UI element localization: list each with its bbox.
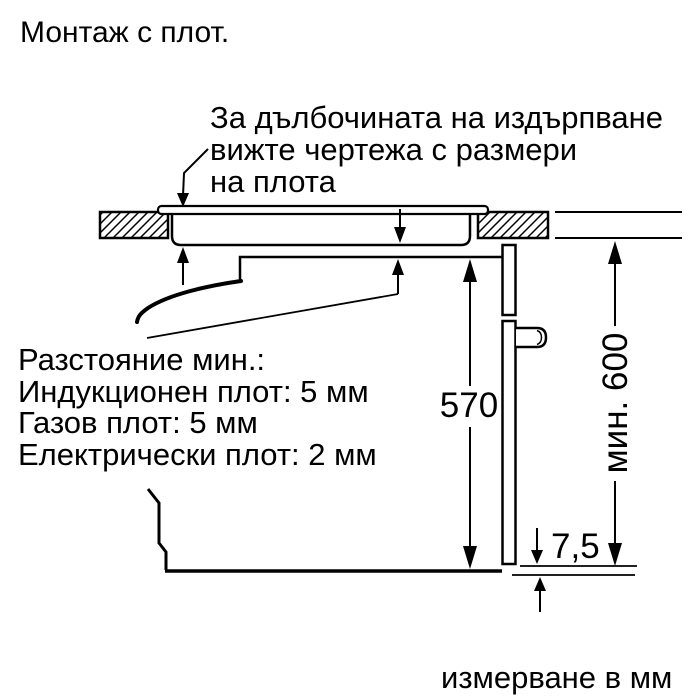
pullout-note-line-3: на плота — [210, 164, 336, 199]
dim-75-label: 7,5 — [551, 527, 600, 566]
dim-600-label: мин. 600 — [596, 332, 635, 474]
cooktop-flange — [156, 204, 490, 216]
dim-75-arrow-up — [534, 577, 546, 612]
handle-inner-line — [536, 329, 543, 346]
oven-break-line-bottom — [146, 488, 168, 570]
oven-break-line-top — [135, 279, 243, 324]
cooktop-depth-arrow-down — [394, 209, 406, 243]
page-title: Монтаж с плот. — [20, 16, 230, 49]
oven-door-front — [501, 319, 517, 566]
clearance-note: Разстояние мин.: Индукционен плот: 5 мм … — [18, 344, 377, 470]
clearance-note-line-2: Индукционен плот: 5 мм — [18, 373, 369, 409]
countertop-left-hatch — [98, 210, 170, 240]
clearance-note-line-4: Електрически плот: 2 мм — [18, 436, 377, 472]
pullout-leader-arrow — [177, 148, 209, 207]
dim-75-arrow-down — [531, 528, 543, 564]
clearance-note-line-1: Разстояние мин.: — [18, 342, 266, 377]
pullout-note-line-1: За дълбочината на издърпване — [210, 100, 663, 135]
countertop-right-hatch — [476, 210, 550, 240]
cooktop-underside-arrow-up — [177, 247, 189, 285]
oven-door-handle — [516, 326, 548, 349]
clearance-note-line-3: Газов плот: 5 мм — [18, 405, 258, 440]
dim-570-line — [463, 259, 477, 569]
pullout-note-line-2: вижте чертежа с размери — [210, 132, 578, 167]
units-note: измерване в мм — [441, 660, 673, 695]
dim-600-line — [608, 241, 622, 566]
dim-570-label: 570 — [439, 386, 499, 425]
oven-control-panel — [501, 243, 517, 317]
pullout-depth-note: За дълбочината на издърпване вижте черте… — [210, 102, 663, 198]
cooktop-tub — [170, 210, 472, 247]
clearance-leader-arrow — [146, 259, 404, 339]
oven-top-outline — [238, 255, 503, 281]
